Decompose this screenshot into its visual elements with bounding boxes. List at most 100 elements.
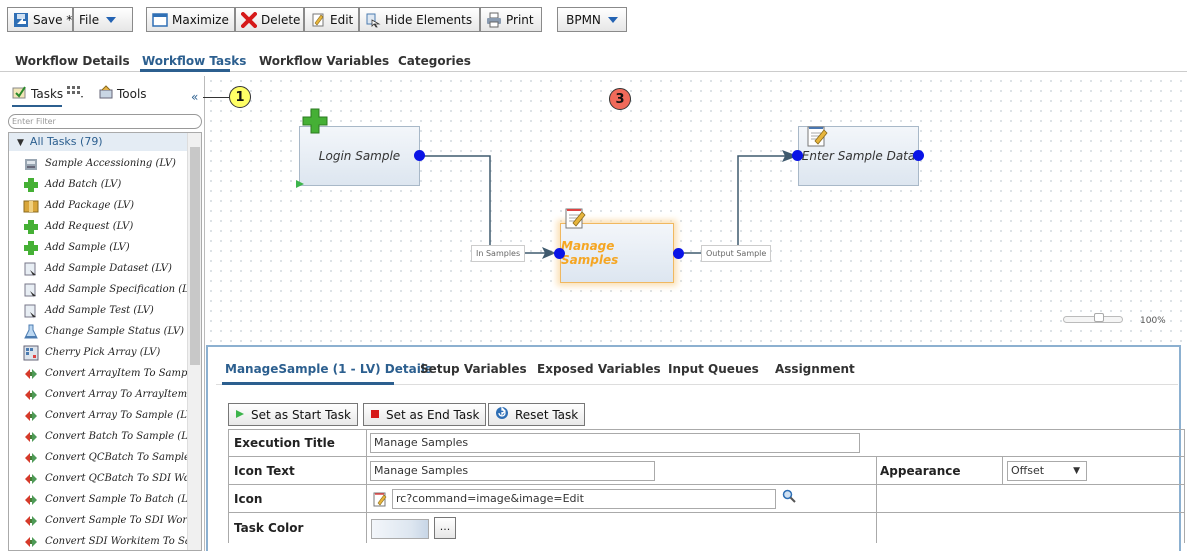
grid-divider	[876, 513, 877, 543]
appearance-select[interactable]: Offset ▼	[1007, 461, 1087, 481]
main-tabs: Workflow Details Workflow Tasks Workflow…	[0, 44, 1187, 72]
task-list-item[interactable]: Add Sample Specification (LV)	[23, 279, 191, 300]
add-plus-icon	[302, 108, 328, 137]
edit-notepad-icon	[564, 206, 586, 233]
edit-notepad-icon	[806, 124, 828, 151]
input-port[interactable]	[554, 248, 565, 259]
tab-setup-variables[interactable]: Setup Variables	[420, 362, 527, 376]
task-list-item[interactable]: Add Batch (LV)	[23, 174, 191, 195]
task-list-item-label: Convert QCBatch To SDI Workit	[45, 473, 191, 484]
palette-tab-tools[interactable]: Tools	[98, 84, 147, 103]
task-type-icon	[23, 156, 39, 172]
task-color-swatch[interactable]	[371, 519, 429, 539]
delete-button[interactable]: Delete	[235, 7, 304, 32]
task-list-item-label: Add Sample Specification (LV)	[45, 284, 191, 295]
zoom-slider-thumb[interactable]	[1094, 313, 1104, 322]
task-list-item[interactable]: Add Package (LV)	[23, 195, 191, 216]
active-tab-indicator	[140, 69, 230, 72]
task-list-item[interactable]: Add Sample (LV)	[23, 237, 191, 258]
file-menu-button[interactable]: File	[73, 7, 133, 32]
callout-1-pointer	[203, 97, 229, 98]
collapse-panel-button[interactable]: «	[191, 90, 199, 104]
grid-options-icon[interactable]	[66, 85, 84, 102]
task-list-item[interactable]: Convert QCBatch To SDI Workit	[23, 468, 191, 489]
tab-input-queues[interactable]: Input Queues	[668, 362, 759, 376]
tab-task-details[interactable]: ManageSample (1 - LV) Details	[225, 362, 433, 376]
filter-input[interactable]: Enter Filter	[8, 114, 202, 129]
bpmn-menu-button[interactable]: BPMN	[557, 7, 627, 32]
task-type-icon	[23, 261, 39, 277]
icon-text-input[interactable]: Manage Samples	[370, 461, 655, 481]
all-tasks-group[interactable]: ▼All Tasks (79)	[9, 133, 187, 151]
task-type-icon	[23, 240, 39, 256]
reset-task-button[interactable]: Reset Task	[488, 403, 586, 426]
task-list-scrollbar[interactable]	[187, 133, 201, 550]
task-type-icon	[23, 198, 39, 214]
task-details-panel: ManageSample (1 - LV) Details Setup Vari…	[206, 345, 1185, 551]
execution-title-row: Execution Title Manage Samples	[228, 429, 1185, 457]
task-list-item[interactable]: Convert Sample To SDI Workite	[23, 510, 191, 531]
scrollbar-thumb[interactable]	[190, 147, 200, 365]
tab-assignment[interactable]: Assignment	[775, 362, 855, 376]
tab-workflow-variables[interactable]: Workflow Variables	[259, 54, 390, 68]
print-button[interactable]: Print	[480, 7, 542, 32]
expand-triangle-icon: ▼	[17, 138, 24, 148]
palette-tab-tasks[interactable]: Tasks	[12, 84, 84, 103]
color-picker-button[interactable]: ...	[434, 517, 456, 539]
print-icon	[486, 12, 502, 28]
in-samples-port-label: In Samples	[471, 245, 526, 262]
task-list-item-label: Add Batch (LV)	[45, 179, 122, 190]
task-type-icon	[23, 429, 39, 445]
edit-button[interactable]: Edit	[304, 7, 359, 32]
task-type-icon	[23, 471, 39, 487]
task-list-item[interactable]: Convert Sample To Batch (LV)	[23, 489, 191, 510]
tab-workflow-details[interactable]: Workflow Details	[15, 54, 130, 68]
task-properties-grid	[228, 429, 1185, 543]
task-list-item[interactable]: Convert ArrayItem To Sample (L	[23, 363, 191, 384]
tab-exposed-variables[interactable]: Exposed Variables	[537, 362, 661, 376]
task-list-item[interactable]: Add Sample Test (LV)	[23, 300, 191, 321]
task-list-item[interactable]: Add Request (LV)	[23, 216, 191, 237]
task-list-item[interactable]: Add Sample Dataset (LV)	[23, 258, 191, 279]
toolbar: Save * File Maximize Delete Edit Hide El…	[0, 0, 1187, 40]
output-port[interactable]	[673, 248, 684, 259]
task-list-item[interactable]: Cherry Pick Array (LV)	[23, 342, 191, 363]
callout-3: 3	[609, 88, 631, 110]
task-list-item[interactable]: Sample Accessioning (LV)	[23, 153, 191, 174]
set-end-task-button[interactable]: Set as End Task	[363, 403, 487, 426]
task-color-row: Task Color ...	[228, 513, 1185, 543]
chevron-down-icon: ▼	[1073, 466, 1080, 476]
task-list-item-label: Convert QCBatch To Sample (L	[45, 452, 191, 463]
details-tab-divider	[216, 384, 1178, 385]
task-type-icon	[23, 324, 39, 340]
task-type-icon	[23, 177, 39, 193]
tab-categories[interactable]: Categories	[398, 54, 471, 68]
execution-title-input[interactable]: Manage Samples	[370, 433, 860, 453]
input-port[interactable]	[792, 150, 803, 161]
task-list-item-label: Sample Accessioning (LV)	[45, 158, 176, 169]
zoom-slider[interactable]	[1063, 316, 1123, 323]
task-list-item[interactable]: Convert Batch To Sample (LV)	[23, 426, 191, 447]
connectors	[424, 150, 798, 259]
icon-url-input[interactable]: rc?command=image&image=Edit	[392, 489, 776, 509]
search-icon[interactable]	[782, 489, 796, 506]
task-list-item[interactable]: Convert Array To Sample (LV)	[23, 405, 191, 426]
reset-icon	[495, 406, 509, 423]
details-active-tab-indicator	[222, 382, 394, 385]
hide-elements-button[interactable]: Hide Elements	[359, 7, 480, 32]
task-type-icon	[23, 303, 39, 319]
maximize-button[interactable]: Maximize	[146, 7, 235, 32]
output-port[interactable]	[913, 150, 924, 161]
output-port[interactable]	[414, 150, 425, 161]
task-list-item[interactable]: Convert QCBatch To Sample (L	[23, 447, 191, 468]
workflow-canvas[interactable]: Login Sample Manage Samples In Samples O…	[206, 76, 1187, 342]
tasks-icon	[12, 84, 28, 103]
tab-workflow-tasks[interactable]: Workflow Tasks	[142, 54, 247, 68]
save-button[interactable]: Save *	[7, 7, 73, 32]
task-type-icon	[23, 345, 39, 361]
task-list-item[interactable]: Change Sample Status (LV)	[23, 321, 191, 342]
task-list-item[interactable]: Convert Array To ArrayItem (LV	[23, 384, 191, 405]
task-type-icon	[23, 387, 39, 403]
set-start-task-button[interactable]: Set as Start Task	[228, 403, 358, 426]
task-list-item[interactable]: Convert SDI Workitem To Samp	[23, 531, 191, 550]
